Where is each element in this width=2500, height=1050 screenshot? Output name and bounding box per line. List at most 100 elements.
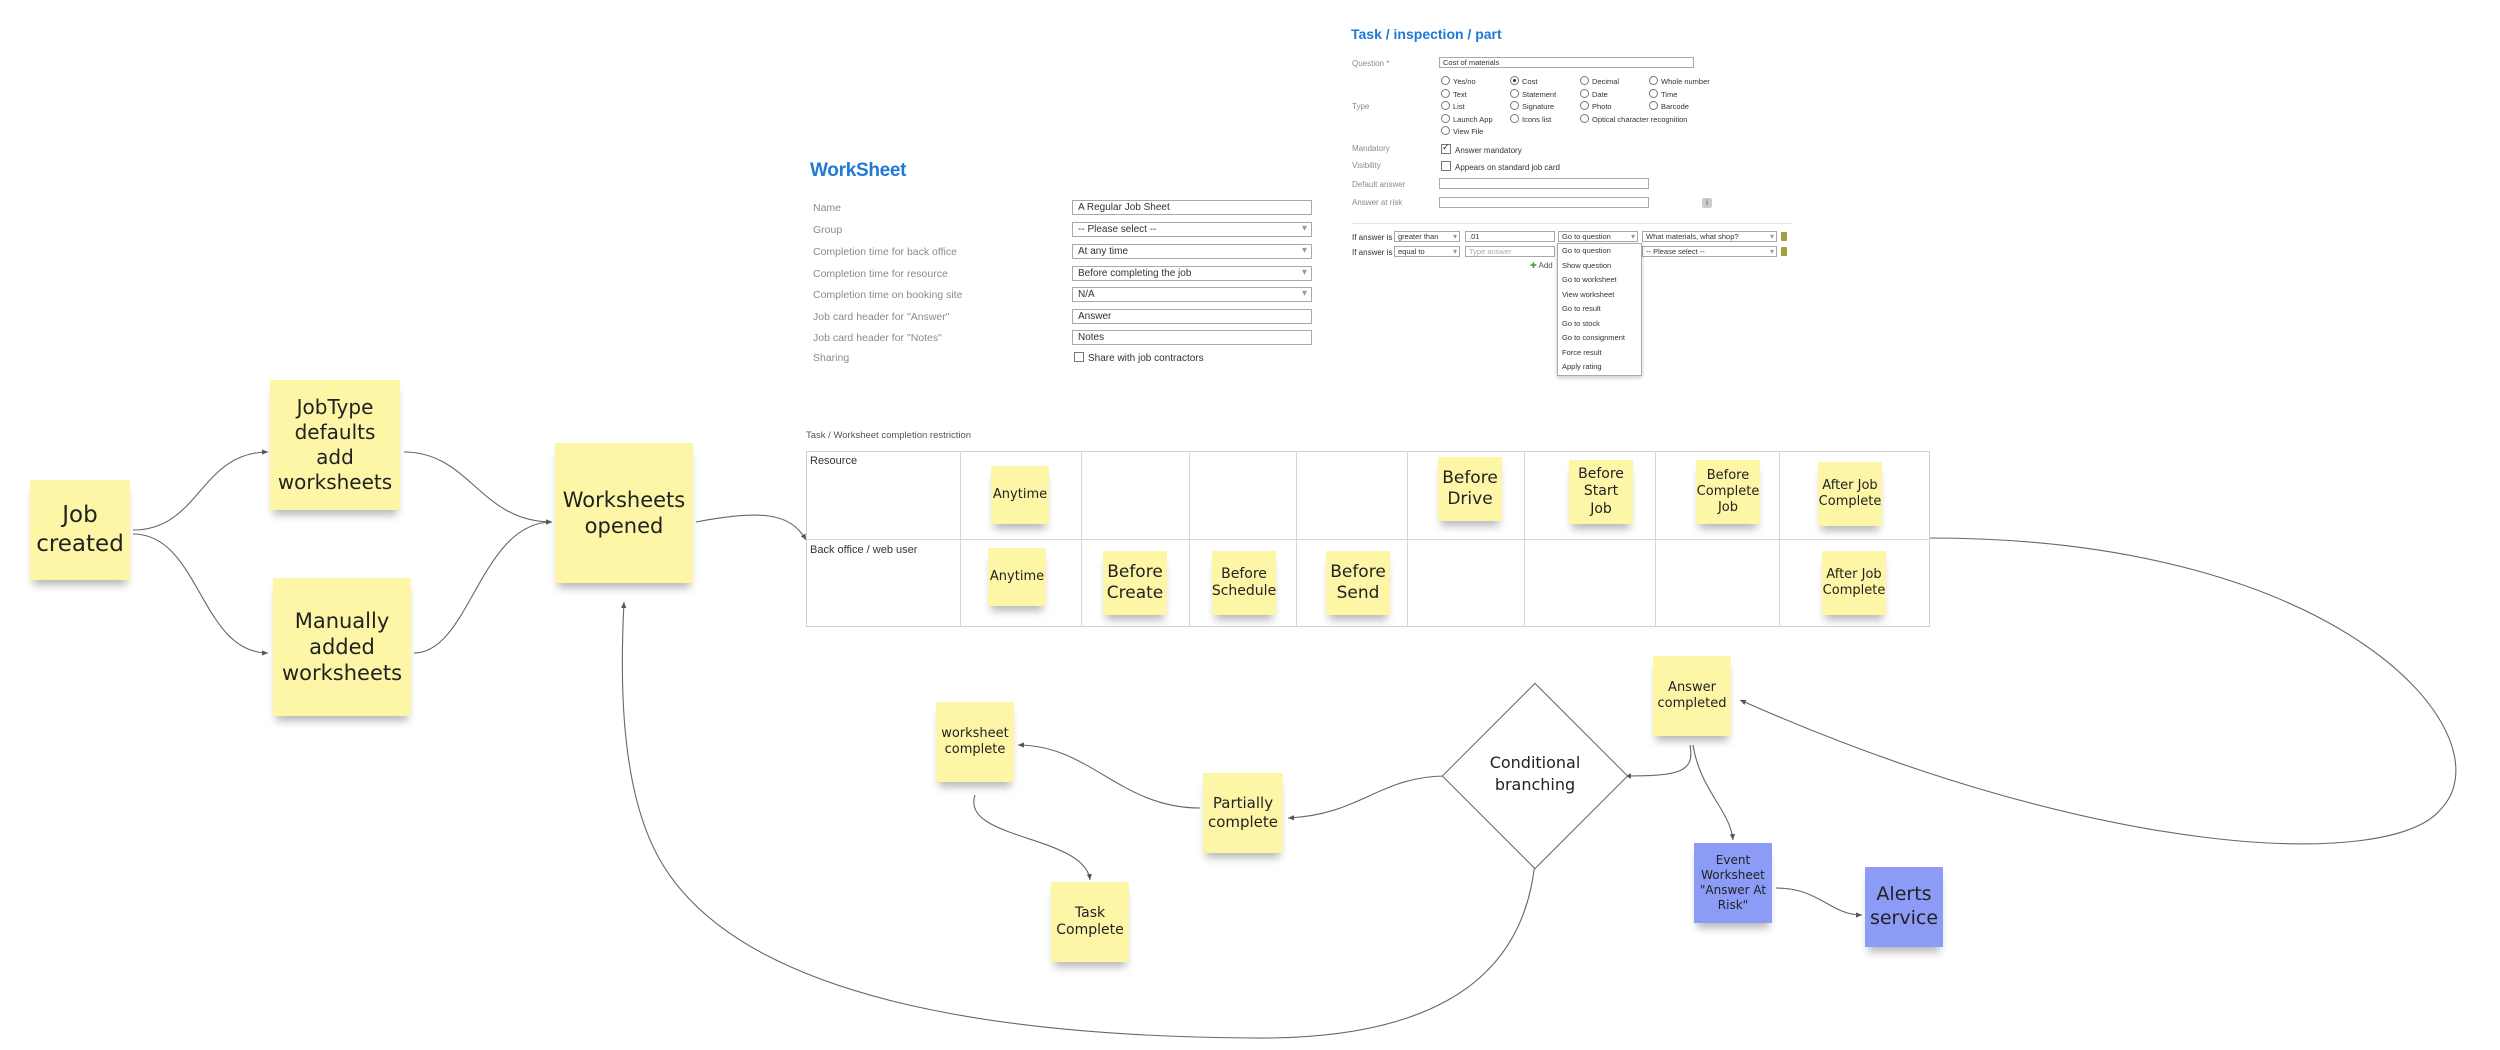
- sticky-manually-added-worksheets[interactable]: Manually added worksheets: [273, 578, 411, 716]
- type-option-yes-no[interactable]: Yes/no: [1441, 76, 1476, 86]
- radio-button[interactable]: [1649, 76, 1658, 85]
- connector-job-to-manual: [132, 533, 269, 656]
- type-option-date[interactable]: Date: [1580, 88, 1608, 99]
- type-option-icons-list[interactable]: Icons list: [1510, 113, 1551, 124]
- name-field[interactable]: A Regular Job Sheet: [1072, 200, 1312, 215]
- sticky-jobtype-defaults[interactable]: JobType defaults add worksheets: [270, 380, 400, 510]
- type-option-whole-number[interactable]: Whole number: [1649, 76, 1710, 86]
- action-menu-item[interactable]: View worksheet: [1562, 289, 1615, 299]
- sticky-alerts-service[interactable]: Alerts service: [1865, 867, 1943, 947]
- radio-button[interactable]: [1441, 76, 1450, 85]
- radio-button[interactable]: [1580, 88, 1589, 98]
- sticky-worksheet-complete[interactable]: worksheet complete: [936, 702, 1014, 782]
- action-menu-item[interactable]: Go to consignment: [1562, 333, 1625, 342]
- type-option-label: Date: [1592, 89, 1608, 99]
- sticky-resource-before-start-job[interactable]: Before Start Job: [1569, 460, 1633, 524]
- visibility-checkbox[interactable]: [1441, 161, 1451, 171]
- sticky-back-office-before-send[interactable]: Before Send: [1326, 551, 1390, 615]
- sticky-job-created[interactable]: Job created: [30, 480, 130, 580]
- answer-at-risk-field[interactable]: [1439, 197, 1649, 208]
- radio-button[interactable]: [1580, 101, 1589, 110]
- sticky-back-office-anytime[interactable]: Anytime: [988, 548, 1046, 606]
- type-option-optical-character-recognition[interactable]: Optical character recognition: [1580, 113, 1687, 124]
- notes-header-field[interactable]: Notes: [1072, 330, 1312, 345]
- sticky-resource-anytime[interactable]: Anytime: [991, 466, 1049, 524]
- add-rule-button[interactable]: ✚ Add: [1530, 261, 1553, 270]
- radio-button[interactable]: [1510, 113, 1519, 123]
- rule-2-target[interactable]: -- Please select --: [1642, 246, 1777, 257]
- action-menu-item[interactable]: Go to stock: [1562, 318, 1600, 328]
- action-menu-item[interactable]: Go to result: [1562, 304, 1601, 313]
- default-answer-field[interactable]: [1439, 178, 1649, 189]
- table-col-divider: [1081, 451, 1082, 627]
- radio-button[interactable]: [1510, 76, 1519, 85]
- type-option-label: Time: [1661, 89, 1678, 99]
- type-option-list[interactable]: List: [1441, 101, 1465, 111]
- sticky-resource-after-job-complete[interactable]: After Job Complete: [1818, 462, 1882, 526]
- completion-back-office-select[interactable]: At any time: [1072, 244, 1312, 259]
- table-col-divider: [1779, 451, 1780, 627]
- completion-back-office-label: Completion time for back office: [813, 246, 957, 258]
- radio-button[interactable]: [1441, 113, 1450, 123]
- action-menu-item[interactable]: Apply rating: [1562, 362, 1602, 371]
- type-option-barcode[interactable]: Barcode: [1649, 101, 1689, 111]
- sticky-answer-completed[interactable]: Answer completed: [1653, 656, 1731, 736]
- radio-button[interactable]: [1510, 101, 1519, 110]
- completion-booking-select[interactable]: N/A: [1072, 287, 1312, 302]
- type-option-statement[interactable]: Statement: [1510, 88, 1556, 99]
- sticky-back-office-before-schedule[interactable]: Before Schedule: [1212, 551, 1276, 615]
- radio-button[interactable]: [1510, 88, 1519, 98]
- type-option-text[interactable]: Text: [1441, 88, 1467, 99]
- completion-resource-select[interactable]: Before completing the job: [1072, 266, 1312, 281]
- type-option-cost[interactable]: Cost: [1510, 76, 1537, 86]
- sticky-back-office-after-job-complete[interactable]: After Job Complete: [1822, 551, 1886, 615]
- rule-1-operator[interactable]: greater than: [1394, 231, 1460, 242]
- radio-button[interactable]: [1580, 76, 1589, 85]
- type-option-decimal[interactable]: Decimal: [1580, 76, 1619, 86]
- radio-button[interactable]: [1580, 113, 1589, 123]
- action-menu-item[interactable]: Go to question: [1562, 246, 1611, 255]
- type-option-time[interactable]: Time: [1649, 88, 1678, 99]
- rule-1-action[interactable]: Go to question: [1558, 231, 1638, 242]
- visibility-option[interactable]: Appears on standard job card: [1441, 161, 1560, 172]
- rule-1-target[interactable]: What materials, what shop?: [1642, 231, 1777, 242]
- radio-button[interactable]: [1649, 88, 1658, 98]
- sticky-resource-before-complete-job[interactable]: Before Complete Job: [1696, 460, 1760, 524]
- type-option-signature[interactable]: Signature: [1510, 101, 1554, 111]
- answer-mandatory-option[interactable]: Answer mandatory: [1441, 142, 1522, 155]
- visibility-text: Appears on standard job card: [1455, 163, 1560, 172]
- action-menu-item[interactable]: Show question: [1562, 260, 1612, 270]
- rule-1-delete-icon[interactable]: [1781, 232, 1787, 241]
- sticky-back-office-before-create[interactable]: Before Create: [1103, 551, 1167, 615]
- radio-button[interactable]: [1441, 88, 1450, 98]
- sticky-resource-before-drive[interactable]: Before Drive: [1438, 457, 1502, 521]
- rule-1-value[interactable]: .01: [1465, 231, 1555, 242]
- question-field[interactable]: Cost of materials: [1439, 57, 1694, 68]
- radio-button[interactable]: [1441, 101, 1450, 110]
- rule-2-delete-icon[interactable]: [1781, 247, 1787, 256]
- info-icon[interactable]: i: [1702, 198, 1712, 208]
- share-contractors-option[interactable]: Share with job contractors: [1074, 352, 1204, 364]
- type-option-view-file[interactable]: View File: [1441, 126, 1483, 136]
- type-option-label: Launch App: [1453, 114, 1493, 124]
- connector-partial-to-worksheet-complete: [1017, 742, 1201, 809]
- sticky-task-complete[interactable]: Task Complete: [1051, 882, 1129, 962]
- sticky-worksheets-opened[interactable]: Worksheets opened: [555, 443, 693, 583]
- rule-2-value[interactable]: Type answer: [1465, 246, 1555, 257]
- answer-header-field[interactable]: Answer: [1072, 309, 1312, 324]
- sticky-event-worksheet-answer-at-risk[interactable]: Event Worksheet "Answer At Risk": [1694, 843, 1772, 923]
- share-contractors-checkbox[interactable]: [1074, 352, 1084, 362]
- sticky-partially-complete[interactable]: Partially complete: [1203, 773, 1283, 853]
- answer-mandatory-checkbox[interactable]: [1441, 142, 1451, 154]
- rule-2-operator[interactable]: equal to: [1394, 246, 1460, 257]
- group-select[interactable]: -- Please select --: [1072, 222, 1312, 237]
- radio-button[interactable]: [1441, 126, 1450, 135]
- type-option-launch-app[interactable]: Launch App: [1441, 113, 1493, 124]
- rule-1-prefix: If answer is: [1352, 233, 1393, 242]
- action-menu-item[interactable]: Force result: [1562, 347, 1602, 357]
- type-option-photo[interactable]: Photo: [1580, 101, 1612, 111]
- group-label: Group: [813, 224, 843, 236]
- action-menu-item[interactable]: Go to worksheet: [1562, 275, 1617, 284]
- radio-button[interactable]: [1649, 101, 1658, 110]
